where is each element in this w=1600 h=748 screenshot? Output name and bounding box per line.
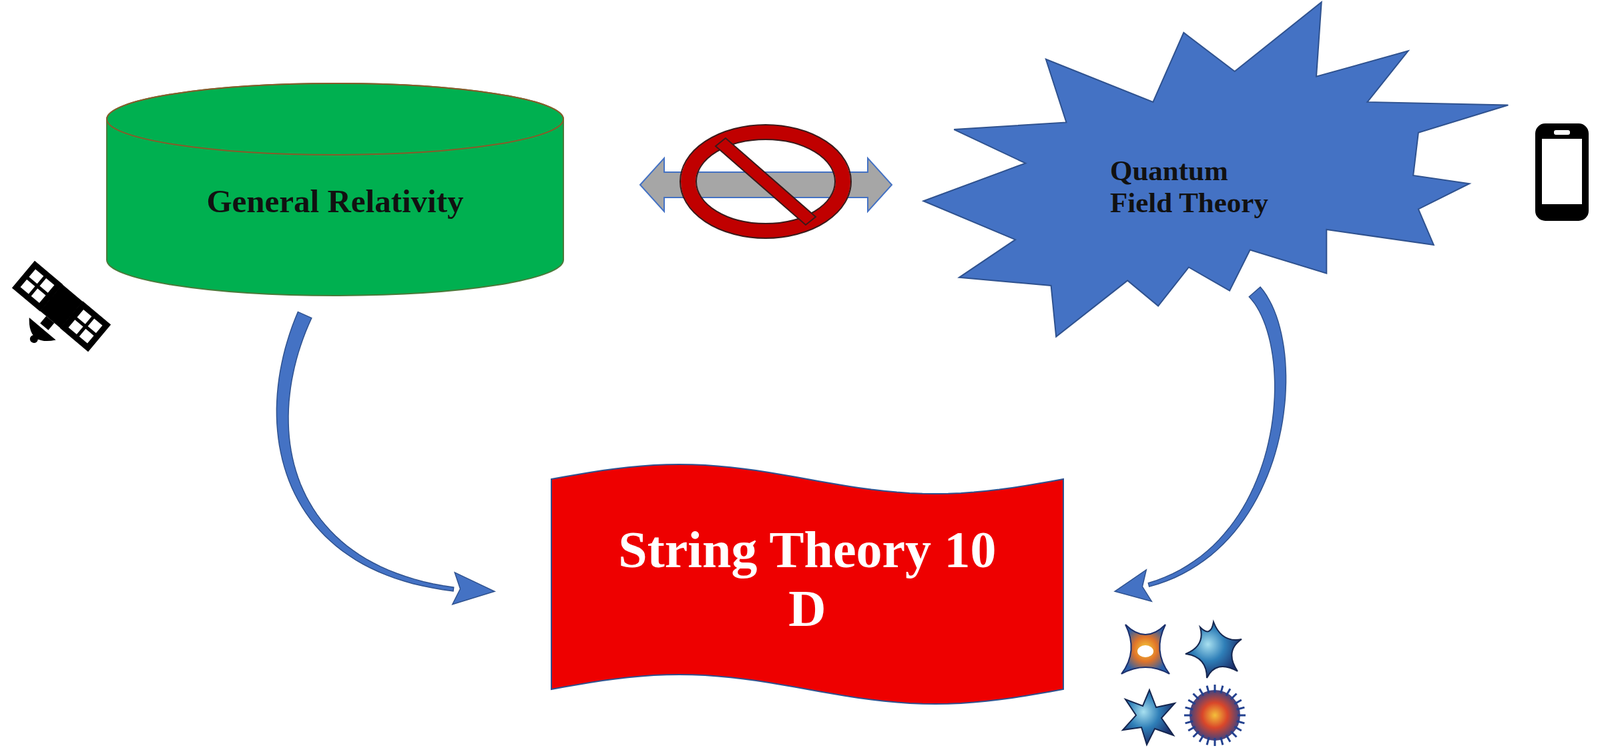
flag-node: String Theory 10 D: [551, 464, 1064, 705]
node-label: String Theory 10 D: [607, 520, 1008, 638]
satellite-icon: [0, 262, 109, 373]
connector-arrow: [1114, 287, 1287, 602]
calabi-yau-shapes: [1121, 622, 1246, 747]
node-label: Quantum Field Theory: [1110, 154, 1285, 219]
starburst-node: Quantum Field Theory: [923, 0, 1509, 338]
prohibition-sign: [680, 124, 852, 239]
phone-icon: [1538, 126, 1586, 218]
connector-arrow: [276, 311, 495, 605]
cylinder-node: General Relativity: [106, 83, 564, 296]
node-label: General Relativity: [206, 183, 464, 221]
